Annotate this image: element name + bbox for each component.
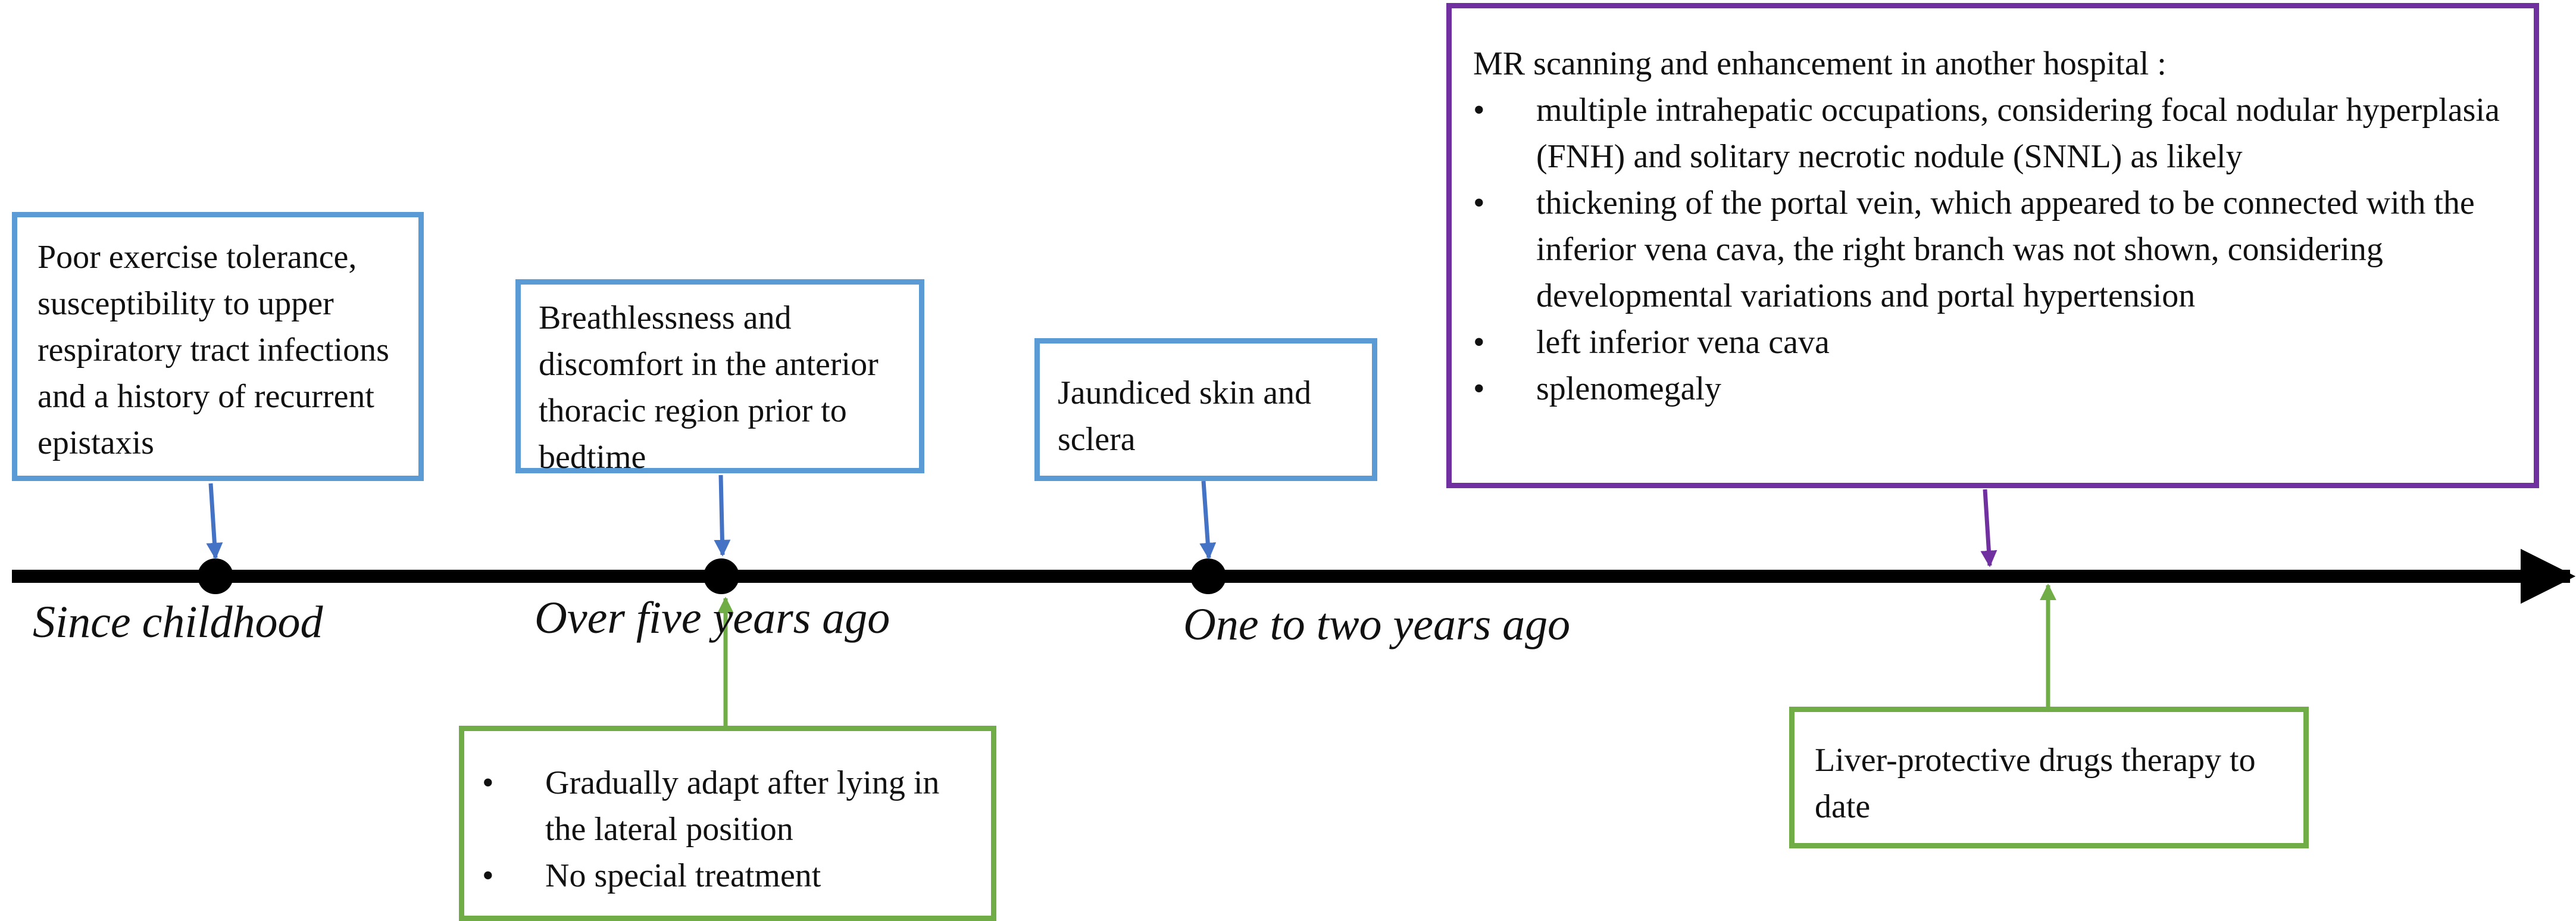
bullet-marker: •: [1473, 185, 1485, 221]
bullet-marker: •: [1473, 370, 1485, 407]
timeline-label-since-childhood: Since childhood: [33, 597, 323, 647]
gradually-adapt-text: No special treatment: [545, 857, 821, 894]
mr-scanning-findings: • multiple intrahepatic occupations, con…: [1473, 87, 2514, 412]
bullet-marker: •: [482, 764, 494, 801]
arrow-mr-scanning: [1980, 489, 1997, 567]
timeline-node-one-to-two-years: [1190, 558, 1226, 594]
mr-finding-text: multiple intrahepatic occupations, consi…: [1536, 92, 2500, 175]
timeline-node-since-childhood: [198, 558, 233, 594]
mr-finding-text: left inferior vena cava: [1536, 324, 1830, 361]
event-box-over-five-years: Breathlessness and discomfort in the ant…: [515, 279, 924, 476]
mr-finding-item: • splenomegaly: [1473, 366, 2514, 412]
mr-finding-item: • thickening of the portal vein, which a…: [1473, 180, 2514, 319]
event-box-liver-protective: Liver-protective drugs therapy to date: [1789, 707, 2309, 848]
arrow-over-five-years: [714, 474, 731, 557]
event-box-one-to-two-years: Jaundiced skin and sclera: [1034, 338, 1377, 481]
event-text-liver-protective: Liver-protective drugs therapy to date: [1815, 742, 2256, 825]
mr-finding-text: thickening of the portal vein, which app…: [1536, 185, 2475, 314]
gradually-adapt-item: • No special treatment: [482, 853, 973, 899]
gradually-adapt-text: Gradually adapt after lying in the later…: [545, 764, 940, 848]
event-box-since-childhood: Poor exercise tolerance, susceptibility …: [12, 212, 424, 481]
bullet-marker: •: [1473, 92, 1485, 129]
mr-finding-item: • multiple intrahepatic occupations, con…: [1473, 87, 2514, 180]
event-text-since-childhood: Poor exercise tolerance, susceptibility …: [37, 239, 389, 461]
bullet-marker: •: [1473, 324, 1485, 361]
gradually-adapt-list: • Gradually adapt after lying in the lat…: [482, 760, 973, 899]
arrow-since-childhood: [206, 483, 223, 560]
bullet-marker: •: [482, 857, 494, 894]
timeline-label-one-to-two-years: One to two years ago: [1183, 600, 1571, 650]
event-text-one-to-two-years: Jaundiced skin and sclera: [1058, 374, 1312, 458]
gradually-adapt-item: • Gradually adapt after lying in the lat…: [482, 760, 973, 853]
mr-finding-item: • left inferior vena cava: [1473, 319, 2514, 366]
event-box-gradually-adapt: • Gradually adapt after lying in the lat…: [459, 726, 996, 921]
mr-scanning-title: MR scanning and enhancement in another h…: [1473, 45, 2167, 82]
mr-finding-text: splenomegaly: [1536, 370, 1722, 407]
event-box-mr-scanning: MR scanning and enhancement in another h…: [1446, 3, 2539, 488]
timeline-label-over-five-years: Over five years ago: [534, 593, 890, 643]
timeline-node-over-five-years: [704, 558, 739, 594]
arrow-one-to-two-years: [1199, 480, 1217, 560]
event-text-over-five-years: Breathlessness and discomfort in the ant…: [539, 299, 879, 476]
